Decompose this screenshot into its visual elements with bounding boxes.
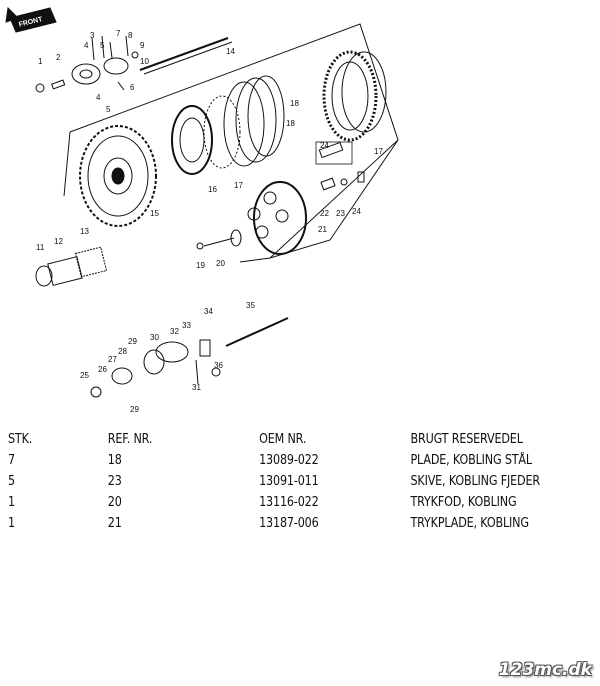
callout: 10 (140, 57, 149, 66)
callout: 22 (320, 209, 329, 218)
clutch-hub-16 (171, 95, 241, 175)
callout: 30 (150, 333, 159, 342)
cell-ref: 23 (107, 474, 122, 489)
callout: 24 (320, 141, 329, 150)
clutch-housing-15 (79, 125, 157, 227)
callout: 36 (214, 361, 223, 370)
callout: 9 (140, 41, 145, 50)
header-part: BRUGT RESERVEDEL (410, 432, 523, 447)
callout: 33 (182, 321, 191, 330)
release-mechanism-upper (35, 35, 139, 93)
callout: 18 (286, 119, 295, 128)
callout: 18 (290, 99, 299, 108)
needle-bearing-11-13 (35, 246, 108, 287)
callout: 4 (96, 93, 101, 102)
callout: 26 (98, 365, 107, 374)
callout: 1 (38, 57, 43, 66)
table-row: 1 21 13187-006 TRYKPLADE, KOBLING (8, 516, 529, 537)
callout: 14 (226, 47, 235, 56)
callout: 23 (336, 209, 345, 218)
push-rod-14 (139, 37, 229, 71)
clutch-plates-stack (223, 75, 285, 167)
cell-ref: 18 (107, 453, 122, 468)
callout: 15 (150, 209, 159, 218)
cell-part: TRYKPLADE, KOBLING (410, 516, 529, 531)
callout: 17 (374, 147, 383, 156)
callout: 34 (204, 307, 213, 316)
callout: 21 (318, 225, 327, 234)
cell-oem: 13187-006 (259, 516, 319, 531)
callout: 20 (216, 259, 225, 268)
callout: 28 (118, 347, 127, 356)
table-header-row: STK. REF. NR. OEM NR. BRUGT RESERVEDEL (8, 432, 523, 453)
callout-labels: 1 2 3 4 5 4 5 6 7 8 9 10 11 12 13 14 15 … (36, 29, 383, 414)
table-row: 5 23 13091-011 SKIVE, KOBLING FJEDER (8, 474, 540, 495)
pressure-plate-21 (247, 181, 307, 255)
callout: 4 (84, 41, 89, 50)
callout: 8 (128, 31, 133, 40)
cell-oem: 13116-022 (259, 495, 319, 510)
callout: 31 (192, 383, 201, 392)
callout: 17 (234, 181, 243, 190)
cell-part: SKIVE, KOBLING FJEDER (410, 474, 540, 489)
callout: 13 (80, 227, 89, 236)
exploded-parts-diagram: 1 2 3 4 5 4 5 6 7 8 9 10 11 12 13 14 15 … (5, 6, 399, 414)
callout: 29 (130, 405, 139, 414)
friction-plate-17 (322, 50, 387, 142)
front-arrow-icon (5, 6, 57, 33)
cell-ref: 21 (107, 516, 122, 531)
callout: 25 (80, 371, 89, 380)
cell-oem: 13089-022 (259, 453, 319, 468)
callout: 24 (352, 207, 361, 216)
cell-qty: 1 (8, 495, 15, 510)
site-watermark: 123mc.dk (498, 660, 592, 680)
cell-qty: 1 (8, 516, 15, 531)
table-row: 7 18 13089-022 PLADE, KOBLING STÅL (8, 453, 532, 474)
callout: 11 (36, 243, 45, 252)
callout: 29 (128, 337, 137, 346)
callout: 5 (100, 41, 105, 50)
table-row: 1 20 13116-022 TRYKFOD, KOBLING (8, 495, 517, 516)
release-mechanism-lower (90, 317, 289, 398)
outline-box (69, 23, 399, 263)
cell-part: TRYKFOD, KOBLING (410, 495, 517, 510)
header-qty: STK. (8, 432, 33, 447)
cell-oem: 13091-011 (259, 474, 319, 489)
callout: 32 (170, 327, 179, 336)
callout: 27 (108, 355, 117, 364)
callout: 2 (56, 53, 61, 62)
callout: 7 (116, 29, 121, 38)
pusher-19-20 (196, 229, 242, 250)
header-ref: REF. NR. (107, 432, 153, 447)
cell-ref: 20 (107, 495, 122, 510)
callout: 12 (54, 237, 63, 246)
callout: 3 (90, 31, 95, 40)
cell-qty: 5 (8, 474, 15, 489)
callout: 19 (196, 261, 205, 270)
callout: 6 (130, 83, 135, 92)
callout: 16 (208, 185, 217, 194)
callout: 35 (246, 301, 255, 310)
header-oem: OEM NR. (259, 432, 307, 447)
cell-qty: 7 (8, 453, 15, 468)
cell-part: PLADE, KOBLING STÅL (410, 453, 532, 468)
callout: 5 (106, 105, 111, 114)
spring-bolt-set (315, 141, 365, 191)
parts-table: STK. REF. NR. OEM NR. BRUGT RESERVEDEL 7… (8, 432, 593, 537)
